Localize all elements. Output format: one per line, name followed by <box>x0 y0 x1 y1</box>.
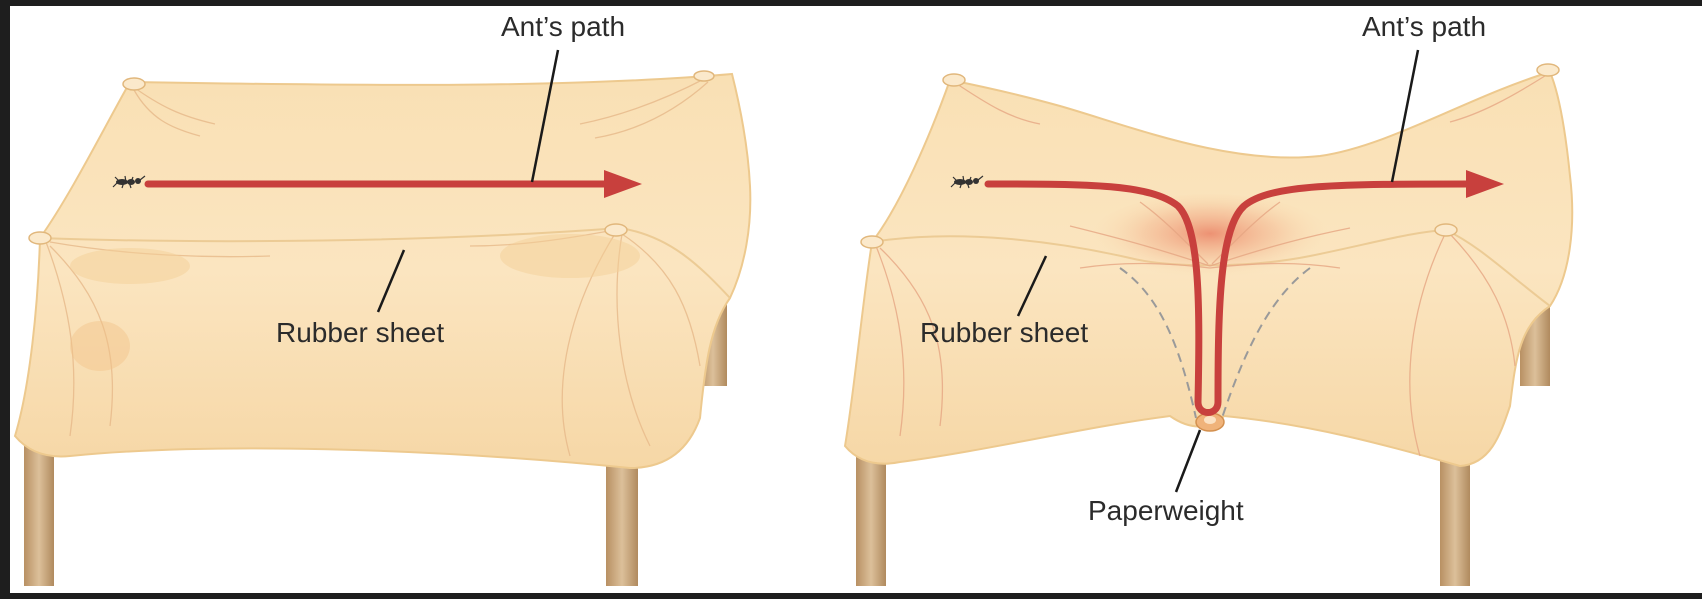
post-top <box>1435 224 1457 236</box>
rubber-sheet-diagram: Ant’s path Rubber sheet <box>10 6 1702 593</box>
post-top <box>694 71 714 81</box>
ants-path-label: Ant’s path <box>501 11 625 42</box>
dent-shading <box>1090 194 1330 282</box>
post-top <box>123 78 145 90</box>
ants-path-label: Ant’s path <box>1362 11 1486 42</box>
left-panel: Ant’s path Rubber sheet <box>15 11 750 586</box>
rubber-sheet-label: Rubber sheet <box>920 317 1088 348</box>
table-leg <box>24 446 54 586</box>
right-panel: Ant’s path Rubber sheet Paperweight <box>845 11 1572 586</box>
paperweight-leader <box>1176 430 1200 492</box>
post-top <box>29 232 51 244</box>
post-top <box>943 74 965 86</box>
post-top <box>1537 64 1559 76</box>
post-top <box>605 224 627 236</box>
post-top <box>861 236 883 248</box>
paperweight-label: Paperweight <box>1088 495 1244 526</box>
table-leg <box>1440 456 1470 586</box>
figure-frame: Ant’s path Rubber sheet <box>10 6 1702 593</box>
table-leg <box>856 456 886 586</box>
rubber-sheet-label: Rubber sheet <box>276 317 444 348</box>
table-leg <box>606 451 638 586</box>
